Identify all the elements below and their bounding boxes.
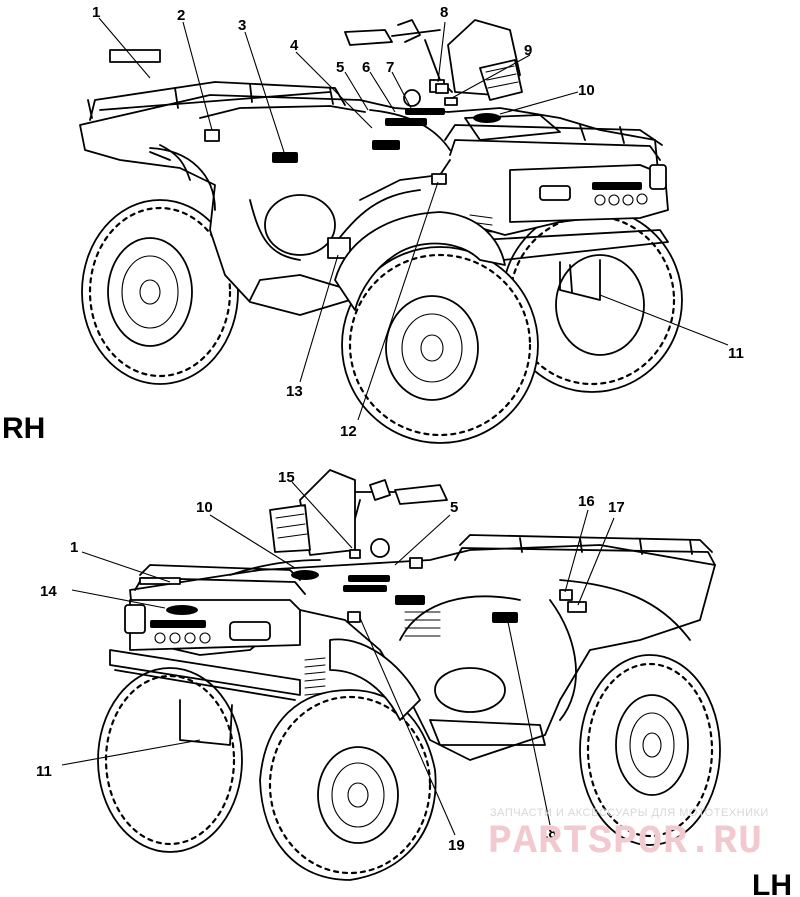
lh-front-wheel — [259, 638, 437, 881]
rh-rear-wheel — [81, 199, 239, 385]
callout-9: 9 — [524, 42, 532, 59]
callout-11-rh: 11 — [728, 345, 744, 362]
decal-7 — [385, 118, 427, 126]
decal-3 — [272, 152, 298, 163]
lh-rear-wheel — [579, 654, 721, 846]
callout-1-rh: 1 — [92, 4, 100, 21]
decal-14 — [166, 605, 198, 615]
callout-8: 8 — [440, 4, 448, 21]
decal-6 — [405, 108, 445, 115]
decal-17 — [567, 601, 587, 613]
lh-far-front-wheel — [97, 667, 243, 853]
callout-4: 4 — [290, 37, 299, 54]
rh-body — [79, 19, 669, 316]
decal-4x4-rh — [372, 140, 400, 150]
decal-10-lh — [291, 570, 319, 580]
callout-3: 3 — [238, 17, 246, 34]
lh-decals — [139, 549, 587, 623]
decal-2 — [204, 129, 220, 142]
rh-callouts: 1 2 3 4 5 6 7 8 9 10 11 12 13 — [92, 4, 744, 440]
decal-5-lh — [348, 575, 390, 582]
callout-17: 17 — [608, 499, 625, 516]
callout-12: 12 — [340, 423, 357, 440]
watermark-tagline: ЗАПЧАСТИ И АКСЕССУАРЫ ДЛЯ МОТОТЕХНИКИ — [490, 807, 769, 819]
atv-left-side-view: 15 10 5 1 14 16 17 11 19 18 LH — [36, 469, 792, 897]
callout-10-rh: 10 — [578, 82, 595, 99]
callout-5-rh: 5 — [336, 59, 344, 76]
callout-13: 13 — [286, 383, 303, 400]
decal-4x4-lh — [395, 595, 425, 605]
view-label-rh: RH — [2, 412, 45, 445]
lh-callouts: 15 10 5 1 14 16 17 11 19 18 — [36, 469, 625, 854]
decal-10-rh — [473, 113, 501, 123]
callout-15: 15 — [278, 469, 295, 486]
watermark-logo-text: PARTSPOR.RU — [488, 820, 763, 865]
decal-16 — [559, 589, 573, 601]
watermark: ЗАПЧАСТИ И АКСЕССУАРЫ ДЛЯ МОТОТЕХНИКИ PA… — [488, 807, 769, 865]
lh-leader-lines — [61, 481, 615, 836]
rh-decals — [109, 49, 501, 185]
decal-1-rh — [109, 49, 161, 63]
callout-19: 19 — [448, 837, 465, 854]
decal-9 — [444, 97, 458, 106]
decal-1-lh — [139, 577, 181, 585]
decal-15 — [349, 549, 361, 559]
callout-1-lh: 1 — [70, 539, 78, 556]
decal-18 — [492, 612, 518, 623]
callout-7: 7 — [386, 59, 394, 76]
callout-5-lh: 5 — [450, 499, 458, 516]
decal-12 — [431, 173, 447, 185]
callout-18: 18 — [540, 825, 557, 842]
decal-8 — [435, 83, 449, 94]
rh-front-wheel — [334, 211, 539, 444]
callout-6: 6 — [362, 59, 370, 76]
atv-right-side-view: 1 2 3 4 5 6 7 8 9 10 11 12 13 RH — [2, 4, 744, 445]
decal-19 — [347, 611, 361, 623]
decal-polaris-lh — [343, 585, 387, 592]
callout-11-lh: 11 — [36, 763, 52, 780]
callout-10-lh: 10 — [196, 499, 213, 516]
callout-14: 14 — [40, 583, 57, 600]
callout-16: 16 — [578, 493, 595, 510]
view-label-lh: LH — [752, 869, 792, 897]
callout-2: 2 — [177, 7, 185, 24]
rh-leader-lines — [98, 17, 729, 421]
